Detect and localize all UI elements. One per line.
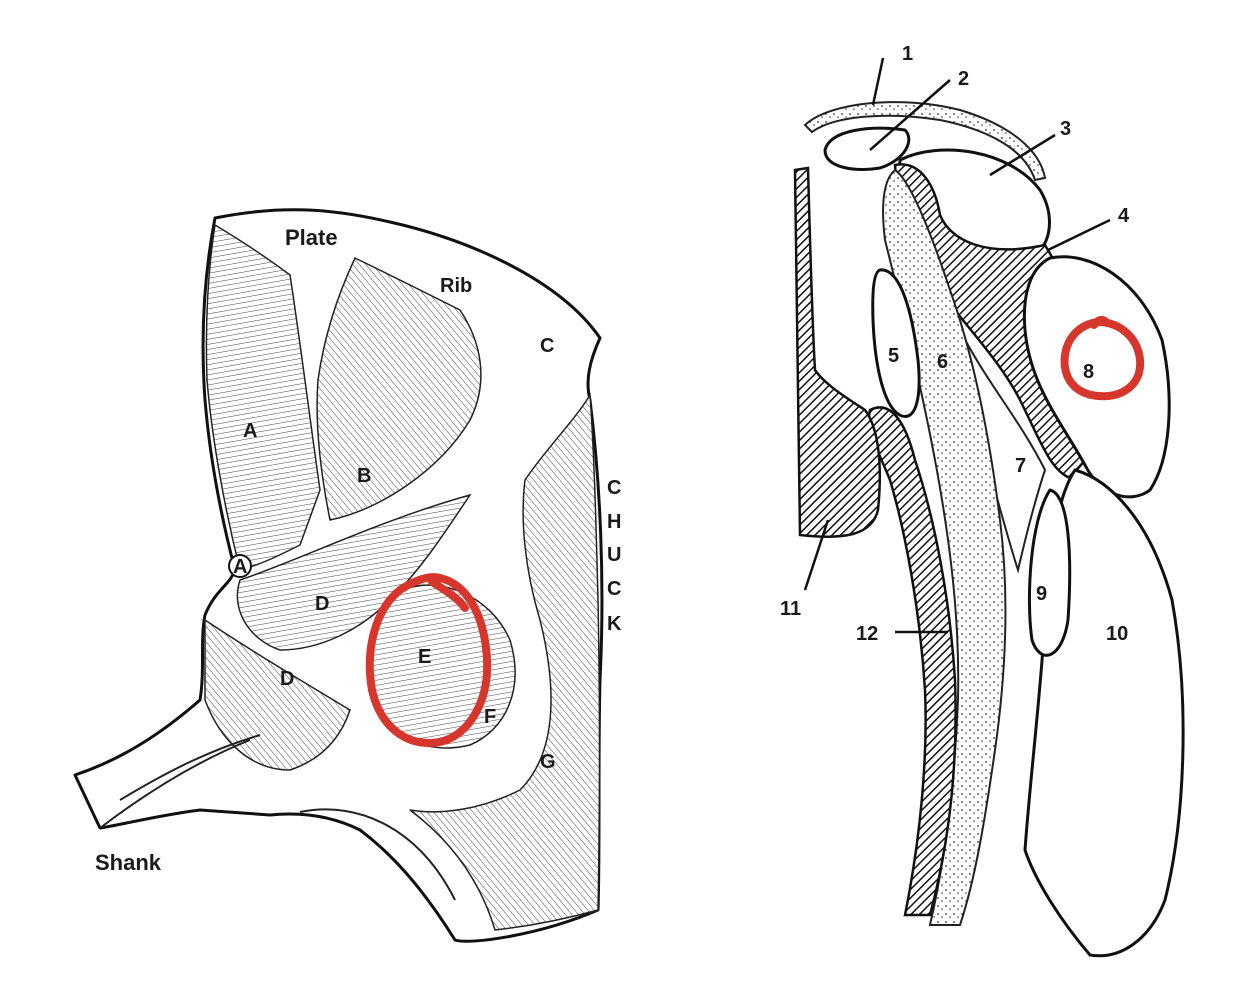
label-chuck-letter: C [607, 578, 621, 600]
left-figure: Plate Rib A A B C D D E F G Shank C H U … [73, 208, 622, 943]
part-1 [803, 101, 1047, 182]
part-9 [1027, 488, 1072, 657]
leader-2 [869, 79, 951, 151]
muscle-g [409, 392, 601, 931]
label-chuck-letter: H [607, 511, 621, 533]
label-a-small: A [233, 556, 247, 578]
small-a-marker [228, 554, 252, 578]
highlight-circle-8 [1060, 315, 1145, 401]
label-11: 11 [780, 598, 801, 620]
part-8 [1022, 255, 1171, 499]
part-2 [823, 126, 911, 171]
label-3: 3 [1060, 118, 1071, 140]
leader-11 [803, 519, 830, 591]
label-10: 10 [1106, 623, 1128, 645]
label-8: 8 [1083, 361, 1094, 383]
right-figure: 1 2 3 4 5 6 7 8 9 10 11 12 [780, 43, 1185, 958]
part-5 [871, 268, 921, 418]
label-d-lower: D [280, 668, 294, 690]
label-2: 2 [958, 68, 969, 90]
label-12: 12 [856, 623, 878, 645]
highlight-circle-e [365, 573, 492, 747]
label-rib: Rib [440, 275, 472, 297]
label-shank: Shank [95, 850, 162, 875]
part-11 [793, 166, 882, 538]
label-e: E [418, 646, 431, 668]
label-6: 6 [937, 351, 948, 373]
label-plate: Plate [285, 225, 338, 250]
label-c: C [540, 335, 554, 357]
label-a: A [243, 420, 257, 442]
label-d-upper: D [315, 593, 329, 615]
muscle-b [316, 256, 482, 521]
label-f: F [484, 706, 496, 728]
muscle-a [205, 223, 321, 571]
part-12 [867, 406, 957, 917]
label-g: G [540, 751, 556, 773]
label-1: 1 [902, 43, 913, 65]
leader-4 [1047, 218, 1111, 252]
shank-lines [99, 734, 456, 901]
label-chuck-letter: U [607, 544, 621, 566]
label-9: 9 [1036, 583, 1047, 605]
label-5: 5 [888, 345, 899, 367]
label-chuck-letter: K [607, 613, 622, 635]
label-7: 7 [1015, 455, 1026, 477]
leader-1 [871, 57, 885, 106]
label-b: B [357, 465, 371, 487]
label-chuck: C H U C K [607, 477, 622, 635]
label-4: 4 [1118, 205, 1130, 227]
leader-3 [989, 133, 1056, 177]
label-chuck-letter: C [607, 477, 621, 499]
